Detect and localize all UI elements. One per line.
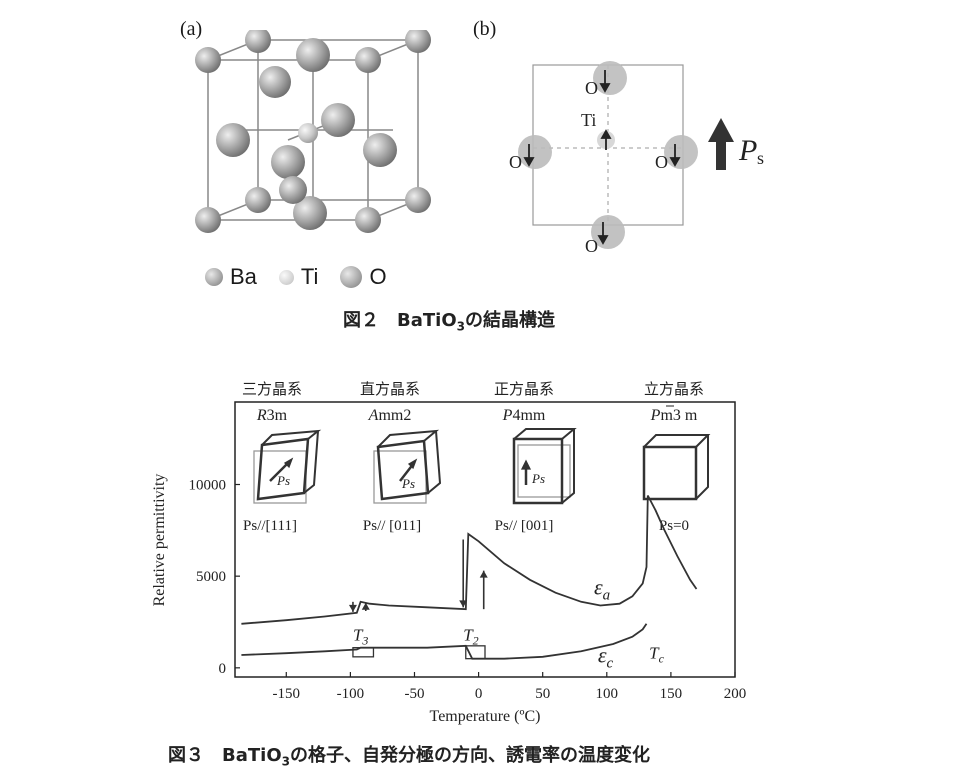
annotation-epsilon-c: εc	[598, 642, 614, 671]
annotation-tc: Tc	[649, 644, 664, 666]
polarization-trigonal: Ps//[111]	[243, 518, 297, 534]
o-atom	[271, 145, 305, 179]
ba-atom-icon	[205, 268, 223, 286]
o-site-left	[518, 135, 552, 169]
y-axis-label: Relative permittivity	[151, 474, 168, 607]
o-site-top	[593, 61, 627, 95]
batio3-projection: O O O O Ti P s	[509, 61, 764, 256]
ba-atom	[195, 47, 221, 73]
panel-b-label: (b)	[473, 18, 497, 40]
legend-label-ti: Ti	[300, 264, 319, 289]
y-tick-label: 5000	[196, 569, 226, 585]
x-tick-label: 200	[724, 686, 747, 702]
o-label-right: O	[655, 152, 668, 172]
cubic-cell-icon	[642, 434, 711, 501]
fig3-caption-prefix: 図３ BaTiO	[168, 745, 282, 766]
orthorhombic-cell-icon	[373, 429, 442, 504]
fig3-caption: 図３ BaTiO3の格子、自発分極の方向、誘電率の温度変化	[168, 741, 650, 769]
ps-label-orthorhombic: Ps	[401, 476, 415, 491]
ba-atom	[405, 187, 431, 213]
annotation-t3: T3	[353, 625, 368, 647]
legend-item-ba: Ba	[205, 264, 257, 290]
phase-system-cubic: 立方晶系	[644, 381, 704, 398]
ba-atom	[405, 30, 431, 53]
x-tick-label: 150	[660, 686, 683, 702]
ti-atom	[298, 123, 318, 143]
fig3-caption-suffix: の格子、自発分極の方向、誘電率の温度変化	[289, 745, 650, 766]
legend-label-o: O	[369, 264, 387, 289]
legend-label-ba: Ba	[230, 264, 257, 289]
hysteresis-arrow-t3-down-head	[348, 604, 357, 612]
series-line-epsilon-a	[241, 495, 698, 625]
x-tick-label: -100	[337, 686, 365, 702]
ba-atom	[355, 207, 381, 233]
o-atom-icon	[340, 266, 363, 288]
ps-label: P	[738, 134, 757, 167]
batio3-unit-cell	[195, 30, 431, 233]
ba-atom	[245, 187, 271, 213]
fig2-caption: 図２ BaTiO3の結晶構造	[343, 306, 555, 334]
panel-a-label: (a)	[180, 18, 203, 40]
ps-label-tetragonal: Ps	[531, 471, 545, 486]
fig2-caption-suffix: の結晶構造	[464, 310, 555, 331]
phase-system-trigonal: 三方晶系	[242, 381, 302, 398]
ps-label-trigonal: Ps	[276, 473, 290, 488]
o-atom	[363, 133, 397, 167]
polarization-tetragonal: Ps// [001]	[495, 518, 554, 534]
o-atom	[293, 196, 327, 230]
o-label-left: O	[509, 152, 522, 172]
x-tick-label: -50	[404, 686, 424, 702]
hysteresis-arrow-up-head	[479, 570, 488, 578]
x-tick-label: -150	[273, 686, 301, 702]
x-axis-label: Temperature (ºC)	[430, 708, 541, 725]
x-tick-label: 50	[535, 686, 550, 702]
space-group-cubic: Pm3 m	[650, 407, 698, 424]
t2-hysteresis-loop	[465, 645, 486, 660]
ti-label: Ti	[581, 110, 596, 130]
o-label-bottom: O	[585, 236, 598, 256]
space-group-orthorhombic: Amm2	[368, 407, 412, 424]
ba-atom	[355, 47, 381, 73]
phase-system-tetragonal: 正方晶系	[494, 381, 554, 398]
x-tick-label: 100	[596, 686, 619, 702]
o-atom	[279, 176, 307, 204]
annotation-t2: T2	[463, 625, 478, 647]
hysteresis-arrow-down-head	[459, 600, 468, 608]
y-tick-label: 0	[219, 661, 227, 677]
o-atom	[321, 103, 355, 137]
plot-frame	[234, 401, 736, 678]
annotation-epsilon-a: εa	[594, 575, 610, 604]
ba-atom	[245, 30, 271, 53]
ps-subscript: s	[757, 148, 764, 168]
o-site-right	[664, 135, 698, 169]
o-label-top: O	[585, 78, 598, 98]
fig3-caption-sub: 3	[281, 754, 290, 769]
polarization-arrow-icon	[708, 118, 734, 170]
series-line-epsilon-c	[241, 623, 648, 660]
phase-system-orthorhombic: 直方晶系	[360, 381, 420, 398]
o-site-bottom	[591, 215, 625, 249]
legend-item-ti: Ti	[278, 264, 319, 290]
hysteresis-arrow-t3-up-head	[361, 602, 370, 610]
space-group-tetragonal: P4mm	[502, 407, 546, 424]
x-tick-label: 0	[475, 686, 483, 702]
tetragonal-cell-icon	[512, 428, 577, 505]
ba-atom	[195, 207, 221, 233]
t3-hysteresis-loop	[352, 647, 375, 658]
fig2-caption-prefix: 図２ BaTiO	[343, 310, 457, 331]
trigonal-cell-icon	[253, 429, 322, 504]
polarization-orthorhombic: Ps// [011]	[363, 518, 421, 534]
o-atom	[259, 66, 291, 98]
o-atom	[216, 123, 250, 157]
fig2-caption-sub: 3	[456, 319, 465, 334]
polarization-cubic: Ps=0	[659, 518, 689, 534]
legend-item-o: O	[340, 264, 387, 290]
y-tick-label: 10000	[189, 478, 227, 494]
ti-atom-icon	[278, 269, 294, 285]
atom-legend: Ba Ti O	[205, 262, 445, 292]
o-atom	[296, 38, 330, 72]
permittivity-chart: 三方晶系 直方晶系 正方晶系 立方晶系 R3m Amm2 P4mm Pm3 m	[151, 381, 747, 725]
space-group-trigonal: R3m	[256, 407, 288, 424]
